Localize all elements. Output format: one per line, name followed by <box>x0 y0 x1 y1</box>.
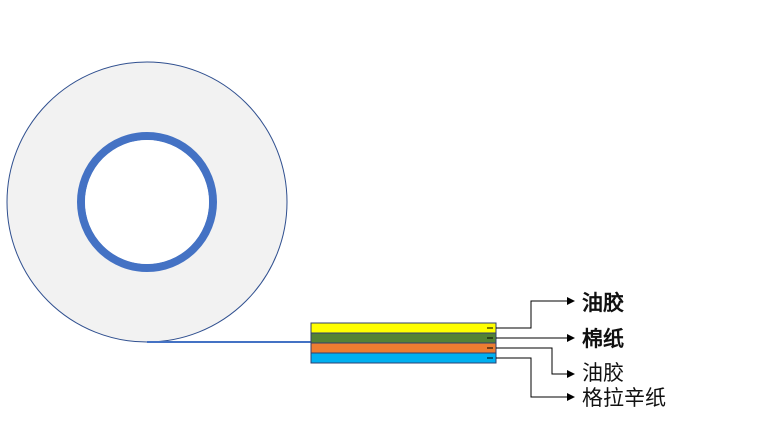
layer-oil-glue-top <box>310 322 497 334</box>
layer-cotton-paper <box>310 332 497 344</box>
layer-stack <box>310 322 497 364</box>
label-cotton-paper: 棉纸 <box>582 327 624 351</box>
leader-line-1 <box>496 297 575 329</box>
layer-glassine-paper <box>310 352 497 364</box>
label-oil-glue-bottom: 油胶 <box>582 361 624 385</box>
roll-core <box>77 132 217 272</box>
roll-hole <box>85 140 209 264</box>
leader-line-3 <box>496 347 575 378</box>
tape-roll <box>6 61 288 343</box>
label-oil-glue-top: 油胶 <box>582 291 624 315</box>
leader-lines <box>496 297 575 401</box>
layer-oil-glue-bottom <box>310 342 497 354</box>
leader-line-4 <box>496 357 575 401</box>
label-glassine-paper: 格拉辛纸 <box>582 386 666 410</box>
